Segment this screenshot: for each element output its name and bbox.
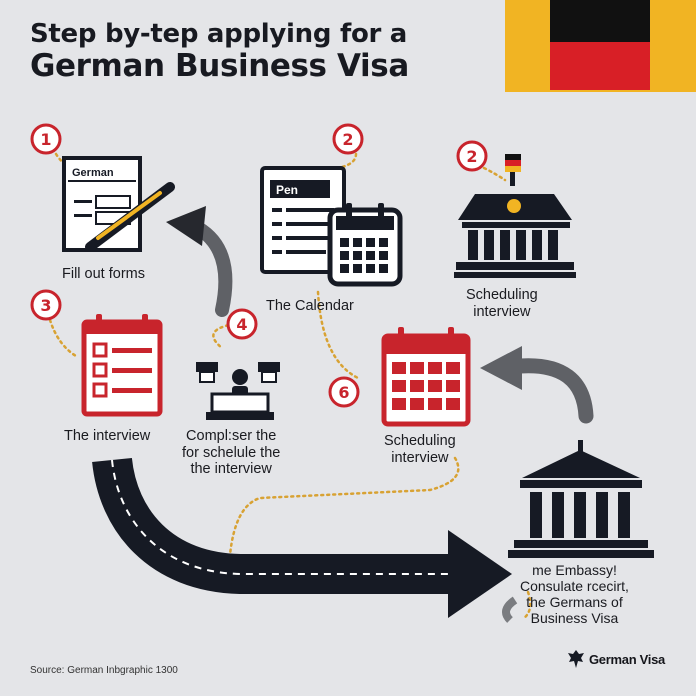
step-badge-3: 3 xyxy=(30,289,62,321)
german-flag xyxy=(505,0,696,92)
brand-logo: German Visa xyxy=(567,648,665,670)
step-4-label: Compl:ser the for schelule the the inter… xyxy=(182,428,281,478)
step-badge-4: 4 xyxy=(226,308,258,340)
checklist-icon xyxy=(81,314,163,417)
step-3-label: The interview xyxy=(64,428,151,444)
road-arrow xyxy=(92,457,452,594)
red-calendar-icon xyxy=(381,327,471,427)
calendar-icon xyxy=(260,166,403,287)
connector-7 xyxy=(522,590,532,620)
brand-text: German Visa xyxy=(589,651,665,667)
step-badge-2-number: 2 xyxy=(342,130,353,149)
curved-arrow-upper xyxy=(191,221,233,317)
curved-arrow-upper-head xyxy=(166,206,206,246)
step-badge-2b: 2 xyxy=(456,140,488,172)
connector-3 xyxy=(48,318,78,358)
curved-arrow-right-head xyxy=(480,346,522,390)
source-footer: Source: German Inbgraphic 1300 xyxy=(30,665,178,676)
form-doc-text: German xyxy=(72,167,114,179)
calendar-doc-text: Pen xyxy=(276,183,298,197)
road-arrow-head xyxy=(448,530,512,618)
connector-5 xyxy=(316,290,360,380)
step-badge-6: 6 xyxy=(328,376,360,408)
embassy-label: me Embassy! Consulate rcecirt, the Germa… xyxy=(520,562,629,627)
step-badge-4-number: 4 xyxy=(236,315,247,334)
step-badge-3-number: 3 xyxy=(40,296,51,315)
step-2b-label: Scheduling interview xyxy=(466,287,538,320)
step-badge-2b-number: 2 xyxy=(466,147,477,166)
form-pen-icon xyxy=(62,156,175,252)
connector-6 xyxy=(228,456,460,557)
step-1-label: Fill out forms xyxy=(62,266,145,282)
curved-arrow-right xyxy=(512,358,594,424)
title-line-2: German Business Visa xyxy=(30,48,409,85)
step-badge-1-number: 1 xyxy=(40,130,51,149)
embassy-building-icon xyxy=(508,440,654,558)
eagle-icon xyxy=(568,650,584,668)
connector-2b xyxy=(482,166,507,182)
step-badge-1: 1 xyxy=(30,123,62,155)
step-2-label: The Calendar xyxy=(266,298,354,314)
curved-arrow-bottom xyxy=(502,596,518,623)
road-markings xyxy=(111,459,452,575)
flag-red-stripe xyxy=(550,42,650,90)
embassy-small-icon xyxy=(454,154,576,278)
interview-scene-icon xyxy=(196,362,280,420)
step-6-label: Scheduling interview xyxy=(384,433,456,466)
page-title: Step by-tep applying for a German Busine… xyxy=(30,19,409,85)
flag-black-stripe xyxy=(550,0,650,42)
step-badge-6-number: 6 xyxy=(338,383,349,402)
title-line-1: Step by-tep applying for a xyxy=(30,19,408,49)
step-badge-2: 2 xyxy=(332,123,364,155)
